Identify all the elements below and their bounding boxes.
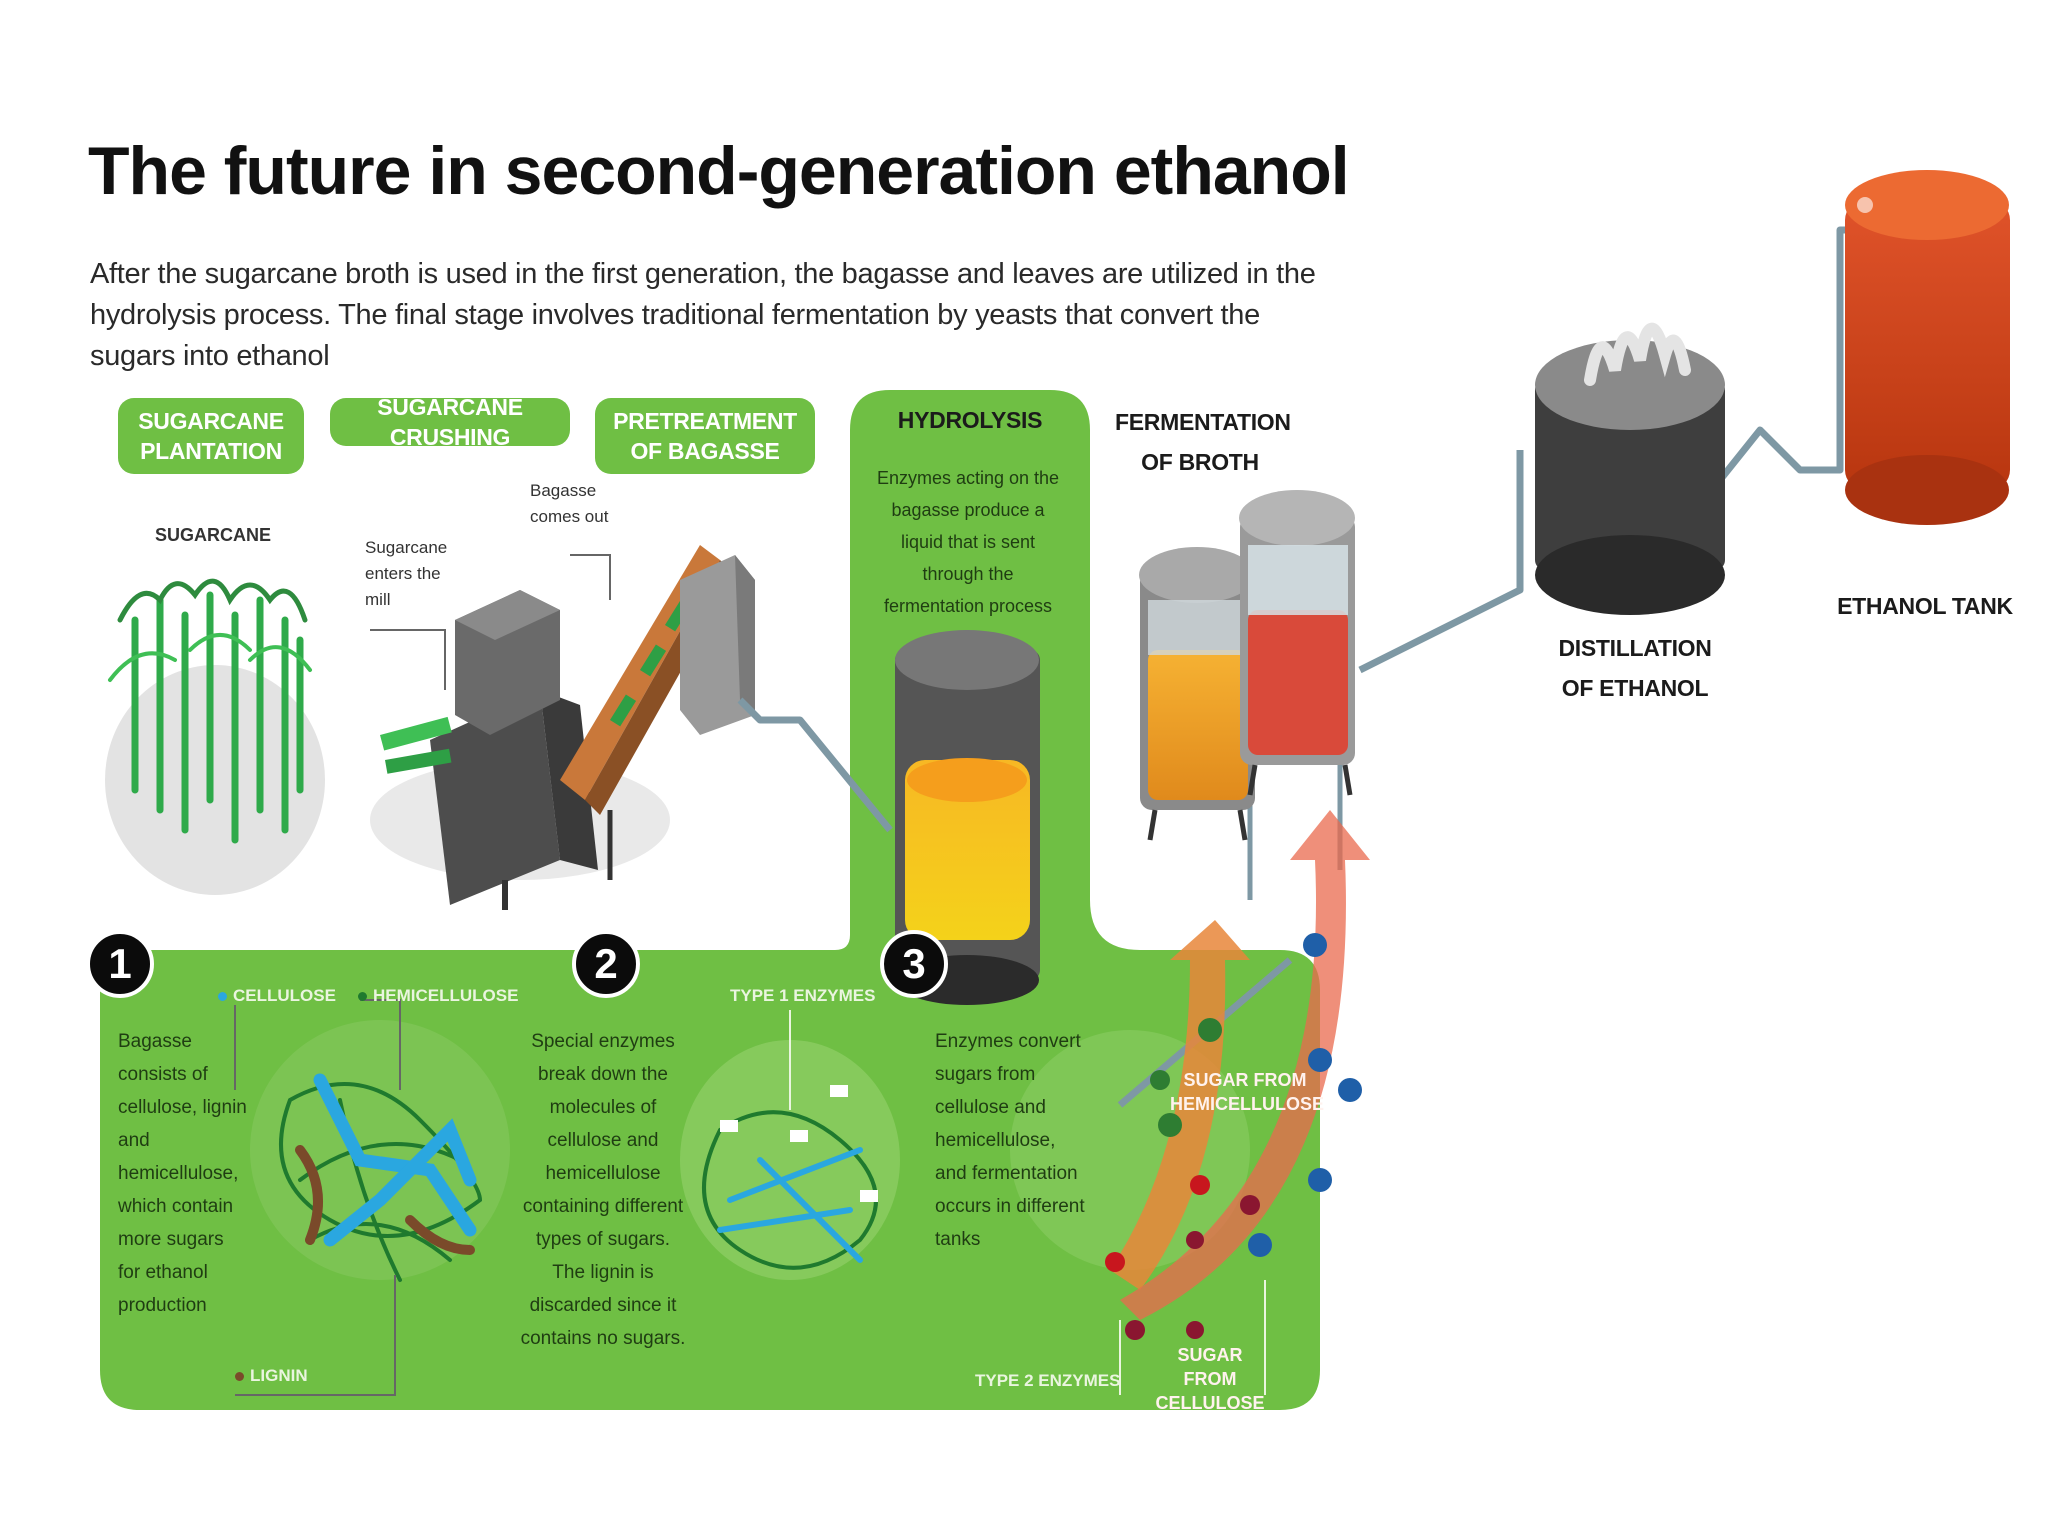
distillation-column — [1535, 322, 1725, 615]
stage-pretreatment-label: PRETREATMENT OF BAGASSE — [595, 398, 815, 474]
stage-distillation-label: DISTILLATION OF ETHANOL — [1558, 635, 1712, 701]
stage-hydrolysis-label: HYDROLYSIS — [897, 407, 1043, 433]
sugar-arrows — [1105, 810, 1370, 1340]
bagasse-out-label: Bagasse comes out — [530, 481, 609, 526]
sugarcane-label: SUGARCANE — [155, 525, 272, 545]
stage-ethanol-tank-label: ETHANOL TANK — [1837, 593, 2013, 619]
legend-lignin-label: LIGNIN — [250, 1366, 308, 1385]
leader-lines — [234, 554, 1266, 1396]
stage-plantation-label: SUGARCANE PLANTATION — [118, 398, 304, 474]
cellulose-dot-icon — [218, 992, 227, 1001]
step-3-text: Enzymes convert sugars from cellulose an… — [935, 1031, 1085, 1250]
legend-type1-enzymes: TYPE 1 ENZYMES — [730, 986, 876, 1005]
legend-type2-enzymes: TYPE 2 ENZYMES — [975, 1371, 1121, 1390]
stage-fermentation-label: FERMENTATION OF BROTH — [1115, 409, 1291, 475]
legend-lignin: LIGNIN — [235, 1365, 308, 1387]
lignin-dot-icon — [235, 1372, 244, 1381]
page-subtitle: After the sugarcane broth is used in the… — [90, 258, 1316, 372]
mill-illustration — [379, 545, 755, 910]
enzymes-illustration — [702, 1085, 878, 1270]
sugar-from-cellulose-label: SUGAR FROM CELLULOSE — [1155, 1345, 1265, 1413]
stage-crushing-label: SUGARCANE CRUSHING — [330, 394, 570, 450]
legend-hemicellulose-label: HEMICELLULOSE — [373, 986, 519, 1005]
sugar-from-hemicellulose-label: SUGAR FROM HEMICELLULOSE — [1170, 1070, 1325, 1114]
step-2-badge: 2 — [572, 930, 640, 998]
hydrolysis-description: Enzymes acting on the bagasse produce a … — [876, 468, 1060, 616]
step-3-badge: 3 — [880, 930, 948, 998]
step-1-text: Bagasse consists of cellulose, lignin an… — [118, 1031, 247, 1316]
ethanol-tank-illustration — [1845, 170, 2010, 525]
hemicellulose-dot-icon — [358, 992, 367, 1001]
fermentation-tanks — [1139, 490, 1355, 841]
enters-mill-label: Sugarcane enters the mill — [365, 538, 448, 609]
step-1-badge: 1 — [86, 930, 154, 998]
legend-cellulose: CELLULOSE — [218, 985, 336, 1007]
legend-hemicellulose: HEMICELLULOSE — [358, 985, 518, 1007]
step-2-text: Special enzymes break down the molecules… — [520, 1031, 686, 1349]
molecule-tangle — [279, 1073, 483, 1282]
legend-cellulose-label: CELLULOSE — [233, 986, 336, 1005]
sugarcane-illustration — [108, 578, 312, 844]
page-title: The future in second-generation ethanol — [88, 133, 1350, 209]
